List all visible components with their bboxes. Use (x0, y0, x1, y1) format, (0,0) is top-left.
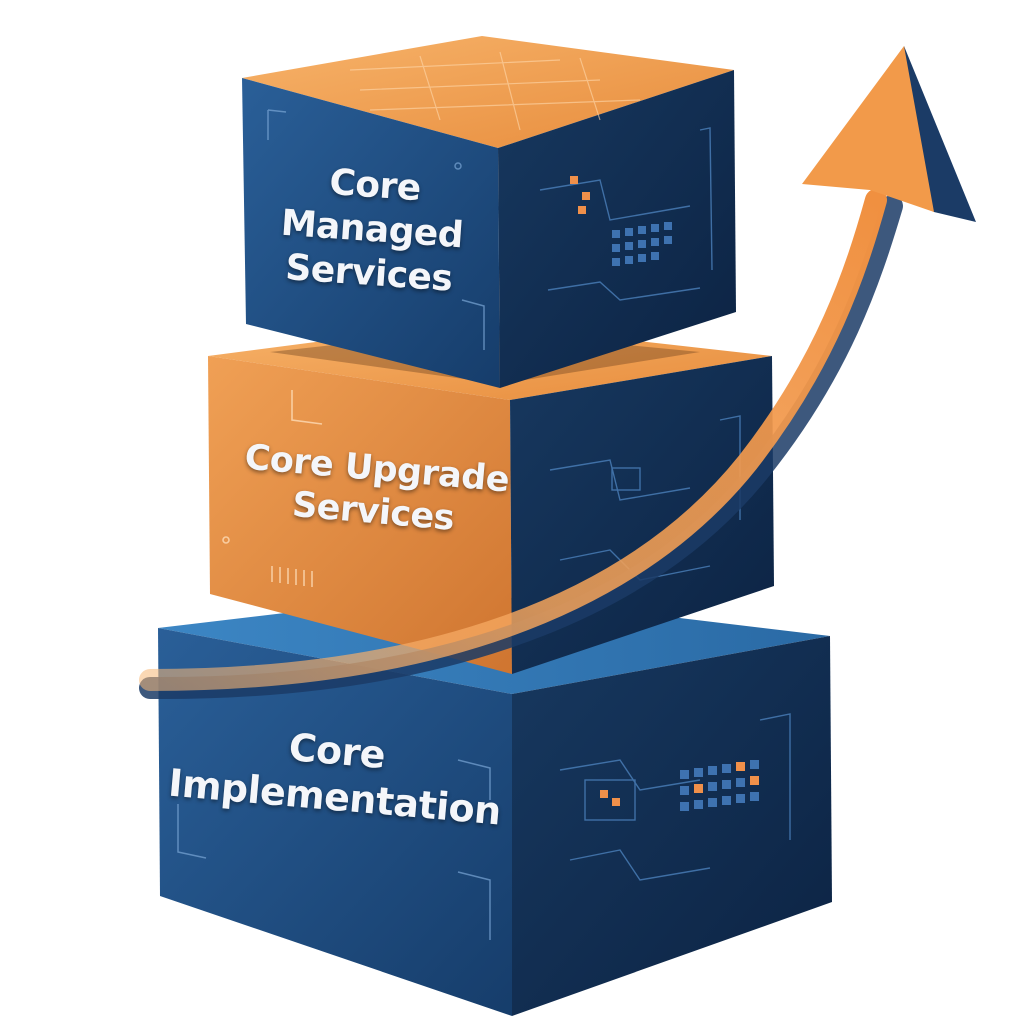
growth-arrow-shaft (139, 189, 887, 691)
bottom-block-corner-marks (177, 759, 491, 940)
top-block-label: Core Managed Services (258, 156, 487, 303)
top-block-led-grid (570, 176, 672, 266)
bottom-block-side-face (512, 636, 832, 1016)
top-block-top-face (242, 36, 734, 148)
bottom-block-led-grid (600, 760, 759, 811)
middle-block-markings (222, 390, 323, 587)
top-block-side-face (498, 70, 736, 388)
bottom-block-circuit-pattern (559, 713, 791, 881)
top-block-grid-lines (349, 51, 641, 131)
top-block (242, 36, 736, 388)
top-block-corner-marks (267, 109, 485, 350)
bottom-block-front-face (158, 628, 512, 1016)
growth-arrow (139, 46, 976, 700)
middle-block-front-face (208, 356, 512, 674)
top-block-front-face (242, 78, 500, 388)
top-block-circuit-pattern (539, 127, 713, 301)
growth-arrow-head (802, 46, 934, 212)
